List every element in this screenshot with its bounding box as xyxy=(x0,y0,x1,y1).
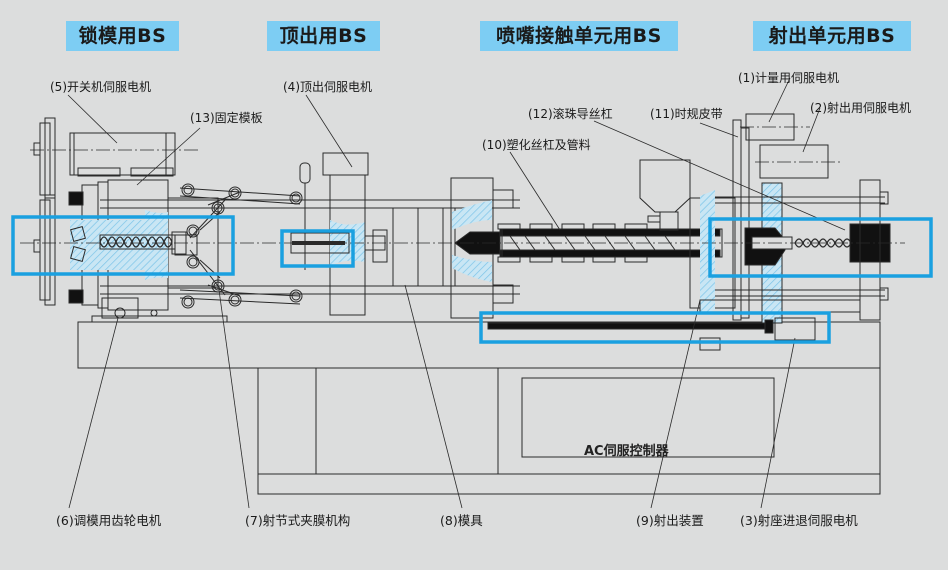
callout-7-toggle-clamp: (7)射节式夹膜机构 xyxy=(245,513,351,528)
callout-12-ball-screw: (12)滚珠导丝杠 xyxy=(528,107,613,121)
callout-8-mold: (8)模具 xyxy=(440,513,483,528)
controller-label: AC伺服控制器 xyxy=(584,444,669,459)
callout-1-metering-motor: (1)计量用伺服电机 xyxy=(738,71,839,85)
header-eject-bs: 顶出用BS xyxy=(267,21,380,51)
callout-4-eject-motor: (4)顶出伺服电机 xyxy=(283,80,372,94)
highlight-frames xyxy=(11,215,933,344)
frame-nozzle-bs xyxy=(479,311,831,344)
controller-box xyxy=(521,377,775,458)
callout-10-plasticizing-screw: (10)塑化丝杠及管料 xyxy=(482,138,591,152)
machine-base xyxy=(77,321,881,495)
header-nozzle-bs: 喷嘴接触单元用BS xyxy=(480,21,678,51)
clamp-unit xyxy=(33,117,303,323)
mold xyxy=(364,207,456,287)
callout-6-mold-adjust-motor: (6)调模用齿轮电机 xyxy=(56,513,162,528)
frame-inject-bs xyxy=(708,217,933,278)
callout-13-fixed-platen: (13)固定模板 xyxy=(190,111,263,125)
callout-2-injection-motor: (2)射出用伺服电机 xyxy=(810,101,911,115)
callout-3-carriage-motor: (3)射座进退伺服电机 xyxy=(740,513,858,528)
callout-9-injection-device: (9)射出装置 xyxy=(636,513,704,528)
header-inject-bs: 射出单元用BS xyxy=(753,21,911,51)
callout-5-open-close-motor: (5)开关机伺服电机 xyxy=(50,80,151,94)
leader-lines xyxy=(67,77,846,509)
frame-clamp-bs xyxy=(11,215,235,276)
header-clamp-bs: 锁模用BS xyxy=(66,21,179,51)
carriage-rod xyxy=(487,317,816,351)
frame-eject-bs xyxy=(280,229,355,268)
hopper xyxy=(639,159,691,231)
ejector-unit xyxy=(290,152,386,316)
callout-11-timing-belt: (11)时规皮带 xyxy=(650,107,723,121)
center-lines xyxy=(20,126,905,244)
